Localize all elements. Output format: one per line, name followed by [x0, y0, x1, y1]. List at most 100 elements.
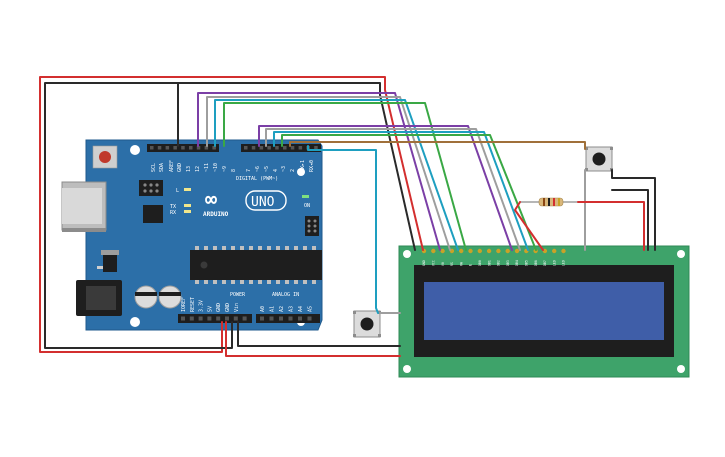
header-socket[interactable] — [225, 316, 229, 321]
header-socket[interactable] — [290, 146, 295, 150]
wire-black[interactable] — [44, 82, 233, 349]
header-socket[interactable] — [233, 316, 238, 321]
led-label-on: ON — [304, 203, 310, 209]
wire-brown[interactable] — [289, 141, 586, 150]
led-label-l: L — [176, 188, 179, 194]
wire-gray[interactable] — [265, 128, 521, 251]
lcd-pin[interactable] — [496, 248, 501, 254]
header-socket[interactable] — [275, 146, 279, 150]
header-socket[interactable] — [314, 146, 318, 150]
wire-cyan[interactable] — [273, 131, 529, 251]
digital-pin-label: 12 — [195, 166, 201, 172]
wire-black[interactable] — [611, 189, 649, 251]
lcd-pin[interactable] — [459, 248, 464, 254]
header-socket[interactable] — [269, 316, 274, 321]
lcd-pin[interactable] — [431, 248, 436, 254]
wire-red[interactable] — [39, 76, 424, 353]
header-socket[interactable] — [279, 316, 283, 321]
header-socket[interactable] — [150, 146, 154, 150]
header-socket[interactable] — [181, 146, 185, 150]
lcd-pin[interactable] — [514, 248, 520, 254]
header-socket[interactable] — [307, 316, 312, 321]
digital-pin-label: ~11 — [204, 163, 210, 172]
header-socket[interactable] — [267, 146, 271, 150]
chip-pin — [312, 280, 316, 284]
wire-gray[interactable] — [206, 96, 451, 251]
digital-header-right — [241, 144, 321, 152]
header-socket[interactable] — [204, 146, 209, 150]
lcd-pin[interactable] — [477, 248, 482, 254]
arduino-logo: ∞ ARDUINO UNO — [203, 187, 287, 218]
lcd-pin[interactable] — [552, 248, 557, 254]
header-socket[interactable] — [283, 146, 287, 150]
wire-green[interactable] — [281, 134, 537, 251]
lcd-pin-label: DB2 — [497, 260, 501, 266]
digital-pin-label: ~10 — [213, 163, 219, 172]
header-socket[interactable] — [165, 146, 170, 150]
usb-chip — [143, 205, 163, 223]
lcd-pin[interactable] — [486, 248, 492, 254]
header-socket[interactable] — [196, 146, 201, 150]
wire-black[interactable] — [237, 321, 401, 347]
power-pin-label: 5V — [207, 306, 213, 312]
header-socket[interactable] — [212, 146, 216, 150]
wire-purple[interactable] — [258, 125, 513, 251]
lcd-pin-label: V0 — [441, 262, 445, 266]
lcd-pin-label: LED — [552, 260, 556, 266]
header-socket[interactable] — [181, 316, 185, 321]
lcd-pin[interactable] — [505, 248, 510, 254]
lcd-pin[interactable] — [440, 248, 445, 254]
power-pin-label: Vin — [234, 303, 240, 312]
chip-pin — [276, 280, 280, 284]
header-socket[interactable] — [216, 316, 221, 321]
brand-label: ARDUINO — [203, 211, 229, 218]
lcd-pin-label: GND — [422, 260, 426, 266]
model-label: UNO — [251, 195, 275, 210]
header-socket[interactable] — [198, 316, 203, 321]
lcd-pin[interactable] — [468, 248, 473, 254]
reset-button[interactable] — [92, 145, 118, 169]
wire-cyan[interactable] — [307, 145, 379, 314]
led-label-tx: TX — [170, 204, 176, 210]
wire-red[interactable] — [514, 201, 544, 251]
header-socket[interactable] — [189, 316, 194, 321]
header-socket[interactable] — [207, 316, 212, 321]
header-socket[interactable] — [244, 146, 248, 150]
digital-pin-label: AREF — [169, 160, 175, 172]
chip-pin — [204, 246, 208, 250]
header-socket[interactable] — [260, 316, 264, 321]
pushbutton-bottom[interactable] — [353, 310, 381, 338]
digital-pin-label: 8 — [231, 169, 237, 172]
chip-pin — [231, 280, 235, 284]
lcd-pin[interactable] — [561, 248, 566, 254]
chip-pin — [303, 246, 307, 250]
header-socket[interactable] — [157, 146, 162, 150]
wire-black[interactable] — [611, 169, 656, 251]
wire-cyan[interactable] — [214, 99, 459, 251]
header-socket[interactable] — [173, 146, 177, 150]
capacitor — [158, 285, 182, 309]
header-socket[interactable] — [251, 146, 256, 150]
resistor[interactable] — [520, 197, 578, 207]
lcd-pin-label: VCC — [432, 260, 436, 266]
wire-black[interactable] — [177, 82, 416, 251]
chip-pin — [195, 280, 199, 284]
header-socket[interactable] — [242, 316, 247, 321]
header-socket[interactable] — [288, 316, 293, 321]
header-socket[interactable] — [298, 316, 302, 321]
wire-purple[interactable] — [197, 92, 441, 251]
wire-green[interactable] — [223, 102, 467, 251]
arduino-uno-board[interactable]: L TX RX ON ∞ ARDUINO UNO DIGITAL (PWM~) … — [61, 139, 323, 331]
lcd-pin-label: DB1 — [487, 260, 491, 266]
wire-red[interactable] — [225, 321, 401, 357]
header-socket[interactable] — [259, 146, 264, 150]
wire-red[interactable] — [577, 201, 645, 251]
header-socket[interactable] — [189, 146, 193, 150]
power-pin-label: GND — [225, 303, 231, 312]
pushbutton-top[interactable] — [585, 146, 613, 172]
digital-pin-label: ~5 — [264, 166, 270, 172]
header-socket[interactable] — [298, 146, 303, 150]
digital-pin-label: GND — [177, 163, 183, 172]
